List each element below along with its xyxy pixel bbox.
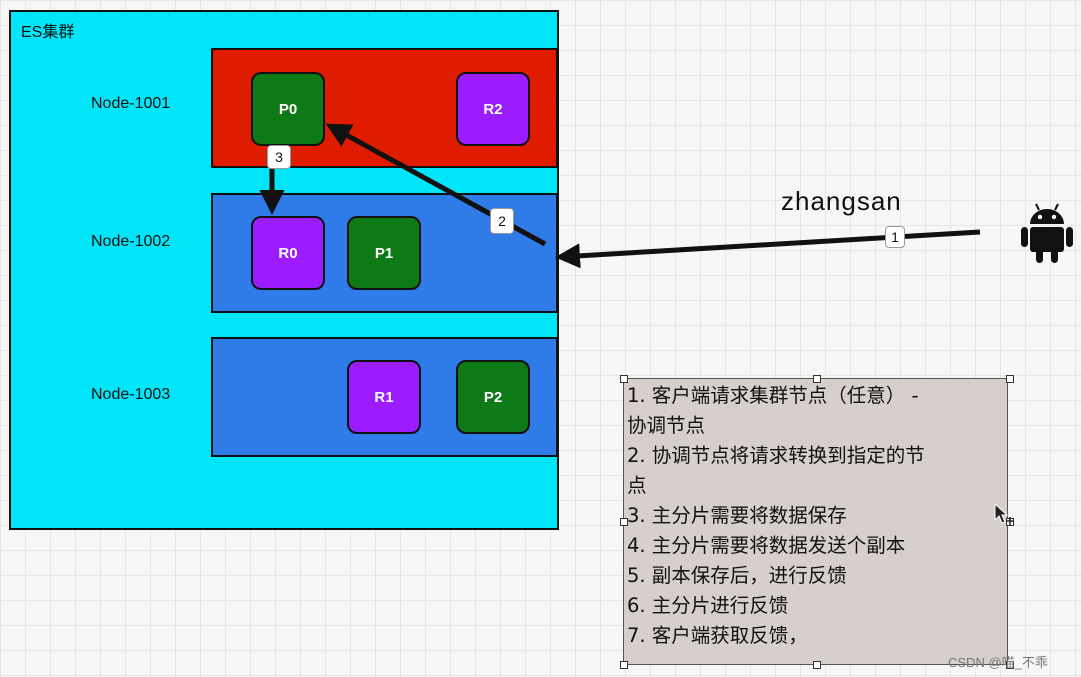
arrow-step-1 (555, 229, 981, 269)
shard-p1[interactable]: P1 (347, 216, 421, 290)
resize-handle-bottom-left[interactable] (620, 661, 628, 669)
note-line-8: 6. 主分片进行反馈 (627, 594, 789, 617)
note-line-4: 点 (627, 474, 647, 497)
step-badge-1: 1 (885, 226, 905, 248)
note-line-5: 3. 主分片需要将数据保存 (627, 504, 847, 527)
node-label-1003: Node-1003 (91, 386, 171, 403)
shard-r0[interactable]: R0 (251, 216, 325, 290)
resize-handle-top[interactable] (813, 375, 821, 383)
note-line-9: 7. 客户端获取反馈， (627, 624, 808, 647)
note-line-7: 5. 副本保存后，进行反馈 (627, 564, 847, 587)
resize-handle-left[interactable] (620, 518, 628, 526)
note-line-6: 4. 主分片需要将数据发送个副本 (627, 534, 906, 557)
move-cursor-icon (994, 503, 1014, 525)
watermark: CSDN @喵_不乖 (948, 655, 1048, 670)
node-label-1001: Node-1001 (91, 95, 171, 112)
note-line-2: 协调节点 (627, 414, 706, 437)
shard-r1[interactable]: R1 (347, 360, 421, 434)
client-user-label: zhangsan (781, 186, 902, 216)
resize-handle-bottom[interactable] (813, 661, 821, 669)
android-icon (1021, 203, 1073, 263)
resize-handle-bottom-right[interactable] (1006, 661, 1014, 669)
resize-handle-top-right[interactable] (1006, 375, 1014, 383)
step-badge-2: 2 (490, 208, 514, 234)
note-line-3: 2. 协调节点将请求转换到指定的节 (627, 444, 925, 467)
shard-p2[interactable]: P2 (456, 360, 530, 434)
shard-r2[interactable]: R2 (456, 72, 530, 146)
steps-note[interactable]: 1. 客户端请求集群节点（任意） - 协调节点 2. 协调节点将请求转换到指定的… (623, 378, 1008, 665)
shard-p0[interactable]: P0 (251, 72, 325, 146)
cluster-title: ES集群 (21, 24, 75, 41)
note-line-1: 1. 客户端请求集群节点（任意） - (627, 384, 919, 407)
node-label-1002: Node-1002 (91, 233, 171, 250)
resize-handle-top-left[interactable] (620, 375, 628, 383)
step-badge-3: 3 (267, 145, 291, 169)
